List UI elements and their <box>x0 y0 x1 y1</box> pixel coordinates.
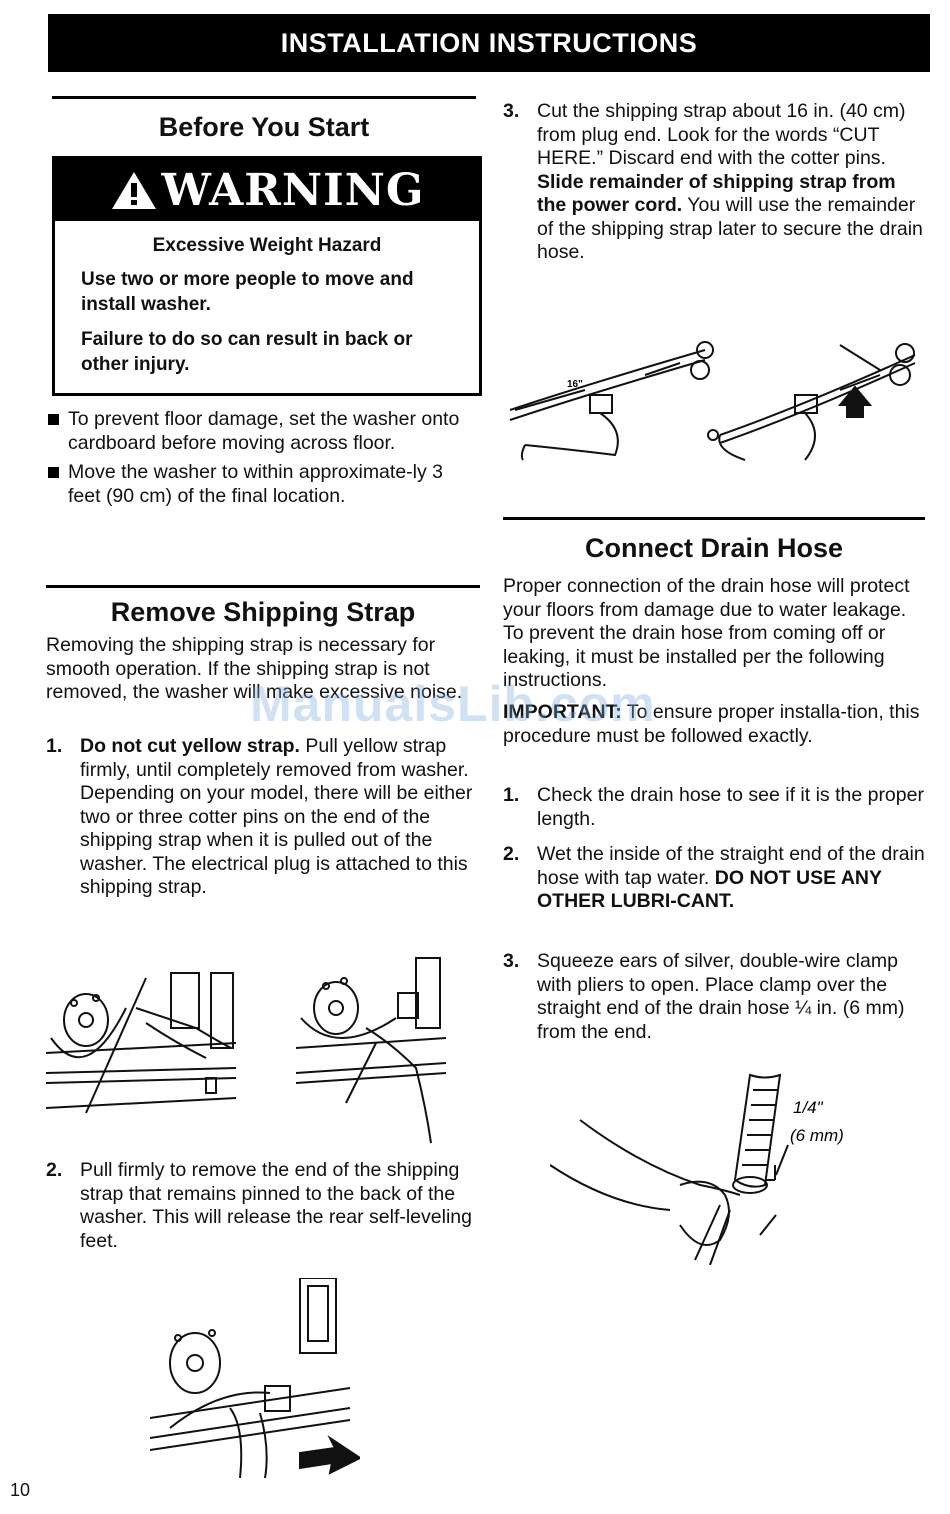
remove-strap-step-2: 2. Pull firmly to remove the end of the … <box>46 1159 472 1252</box>
warning-line-2: Failure to do so can result in back or o… <box>81 329 413 375</box>
rear-strap-illustration <box>150 1278 360 1478</box>
bullet-icon <box>48 414 59 425</box>
remove-strap-step-1: 1. Do not cut yellow strap. Pull yellow … <box>46 735 473 898</box>
cut-strap-panel-right <box>707 343 916 461</box>
dimension-mm: (6 mm) <box>790 1126 844 1145</box>
remove-strap-step-3: 3. Cut the shipping strap about 16 in. (… <box>503 100 923 263</box>
drain-hose-step-1: 1. Check the drain hose to see if it is … <box>503 784 924 830</box>
remove-strap-intro: Removing the shipping strap is necessary… <box>46 634 463 703</box>
section-rule <box>503 517 925 520</box>
pull-strap-illustration <box>46 957 446 1144</box>
warning-label: WARNING <box>161 164 425 216</box>
section-title-drain-hose: Connect Drain Hose <box>584 533 844 563</box>
warning-hazard: Excessive Weight Hazard <box>152 235 382 256</box>
cut-strap-illustration: 16" <box>509 341 916 461</box>
list-item: To prevent floor damage, set the washer … <box>48 408 480 455</box>
pull-strap-panel-left <box>46 972 237 1114</box>
page-header-banner: INSTALLATION INSTRUCTIONS <box>48 14 930 72</box>
section-rule <box>52 96 476 99</box>
pull-strap-panel-right <box>295 957 446 1144</box>
page-number: 10 <box>10 1480 31 1500</box>
drain-hose-important: IMPORTANT: To ensure proper installa-tio… <box>503 701 920 747</box>
warning-box: WARNING Excessive Weight Hazard Use two … <box>52 156 482 396</box>
cut-length-label: 16" <box>567 379 583 390</box>
warning-triangle-icon <box>111 172 156 209</box>
cut-strap-panel-left: 16" <box>509 341 714 461</box>
drain-hose-step-2: 2. Wet the inside of the straight end of… <box>503 843 925 912</box>
drain-hose-step-3: 3. Squeeze ears of silver, double-wire c… <box>503 950 905 1043</box>
drain-hose-intro: Proper connection of the drain hose will… <box>503 575 910 691</box>
warning-header: WARNING <box>55 159 479 221</box>
hose-clamp-illustration: 1/4" (6 mm) <box>550 1073 844 1265</box>
section-rule <box>46 585 480 588</box>
section-title-remove-strap: Remove Shipping Strap <box>110 597 416 627</box>
list-item: Move the washer to within approximate-ly… <box>48 461 480 508</box>
dimension-inches: 1/4" <box>793 1098 824 1117</box>
section-title-before-start: Before You Start <box>158 112 370 142</box>
before-start-list: To prevent floor damage, set the washer … <box>48 408 480 514</box>
bullet-icon <box>48 467 59 478</box>
warning-line-1: Use two or more people to move and insta… <box>81 269 414 315</box>
